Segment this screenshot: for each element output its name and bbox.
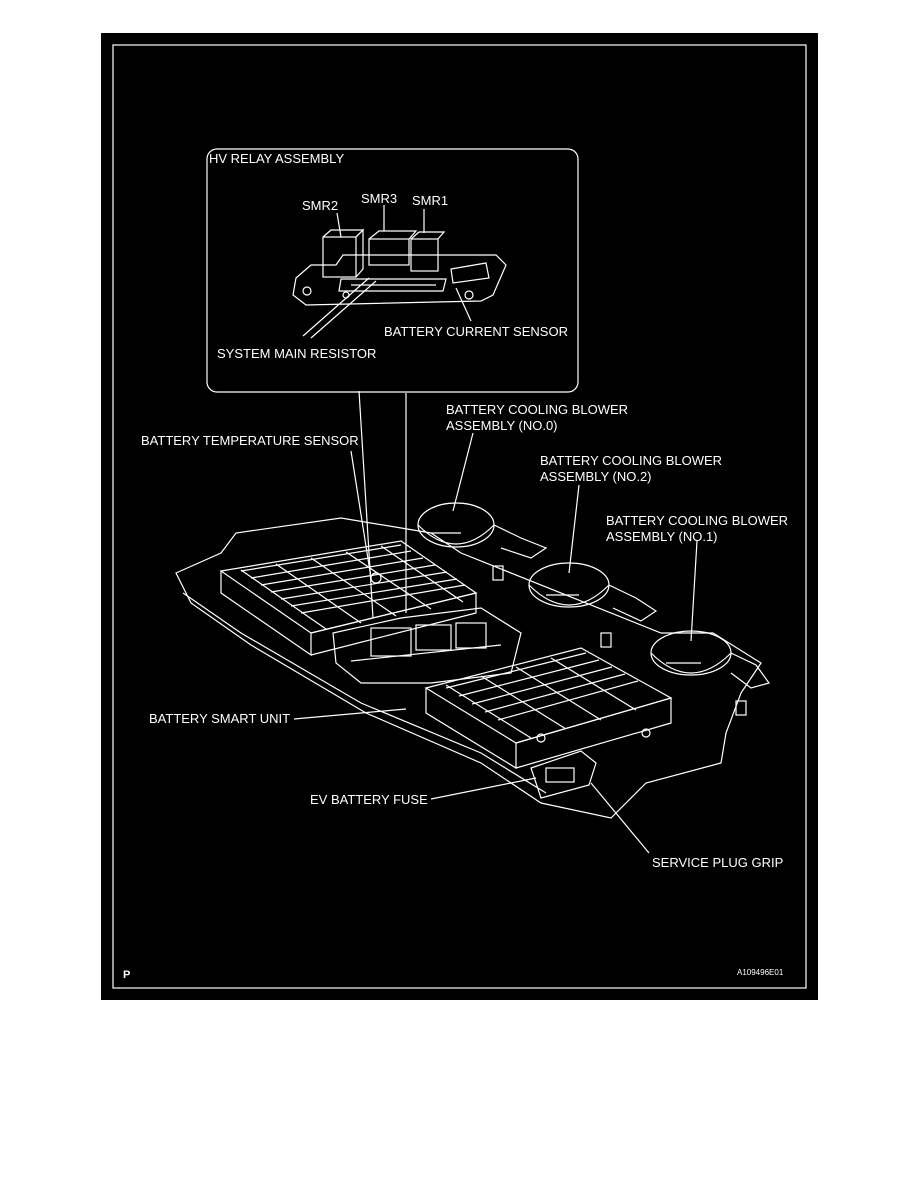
service-plug-grip-label: SERVICE PLUG GRIP [652,855,784,870]
pack-relay-assembly [332,572,522,684]
battery-tray [175,517,762,819]
diagram-artwork [112,44,807,989]
diagram-figure: HV RELAY ASSEMBLY SMR2 SMR3 SMR1 BATTERY… [101,33,818,1000]
relay-assembly-drawing [292,228,507,306]
smr1-label: SMR1 [412,193,449,208]
blower-no2 [528,562,658,648]
left-module [219,540,478,657]
smr3-label: SMR3 [361,191,398,206]
blower-no0-label: BATTERY COOLING BLOWER ASSEMBLY (NO.0) [446,402,629,433]
battery-smart-unit-label: BATTERY SMART UNIT [149,711,291,726]
figure-code: A109496E01 [737,968,784,977]
battery-current-sensor-label: BATTERY CURRENT SENSOR [384,324,568,339]
system-main-resistor-label: SYSTEM MAIN RESISTOR [217,346,377,361]
inset-title: HV RELAY ASSEMBLY [209,151,345,166]
service-plug [530,750,597,799]
right-module [424,647,673,770]
ev-battery-fuse-label: EV BATTERY FUSE [310,792,428,807]
blower-no0 [417,502,548,581]
inset-box [206,148,579,393]
blower-no2-label: BATTERY COOLING BLOWER ASSEMBLY (NO.2) [540,453,723,484]
blower-no1 [650,630,770,716]
battery-temperature-sensor-label: BATTERY TEMPERATURE SENSOR [141,433,359,448]
corner-mark: P [123,969,131,981]
blower-no1-label: BATTERY COOLING BLOWER ASSEMBLY (NO.1) [606,513,789,544]
smr2-label: SMR2 [302,198,339,213]
figure-frame [112,44,807,989]
